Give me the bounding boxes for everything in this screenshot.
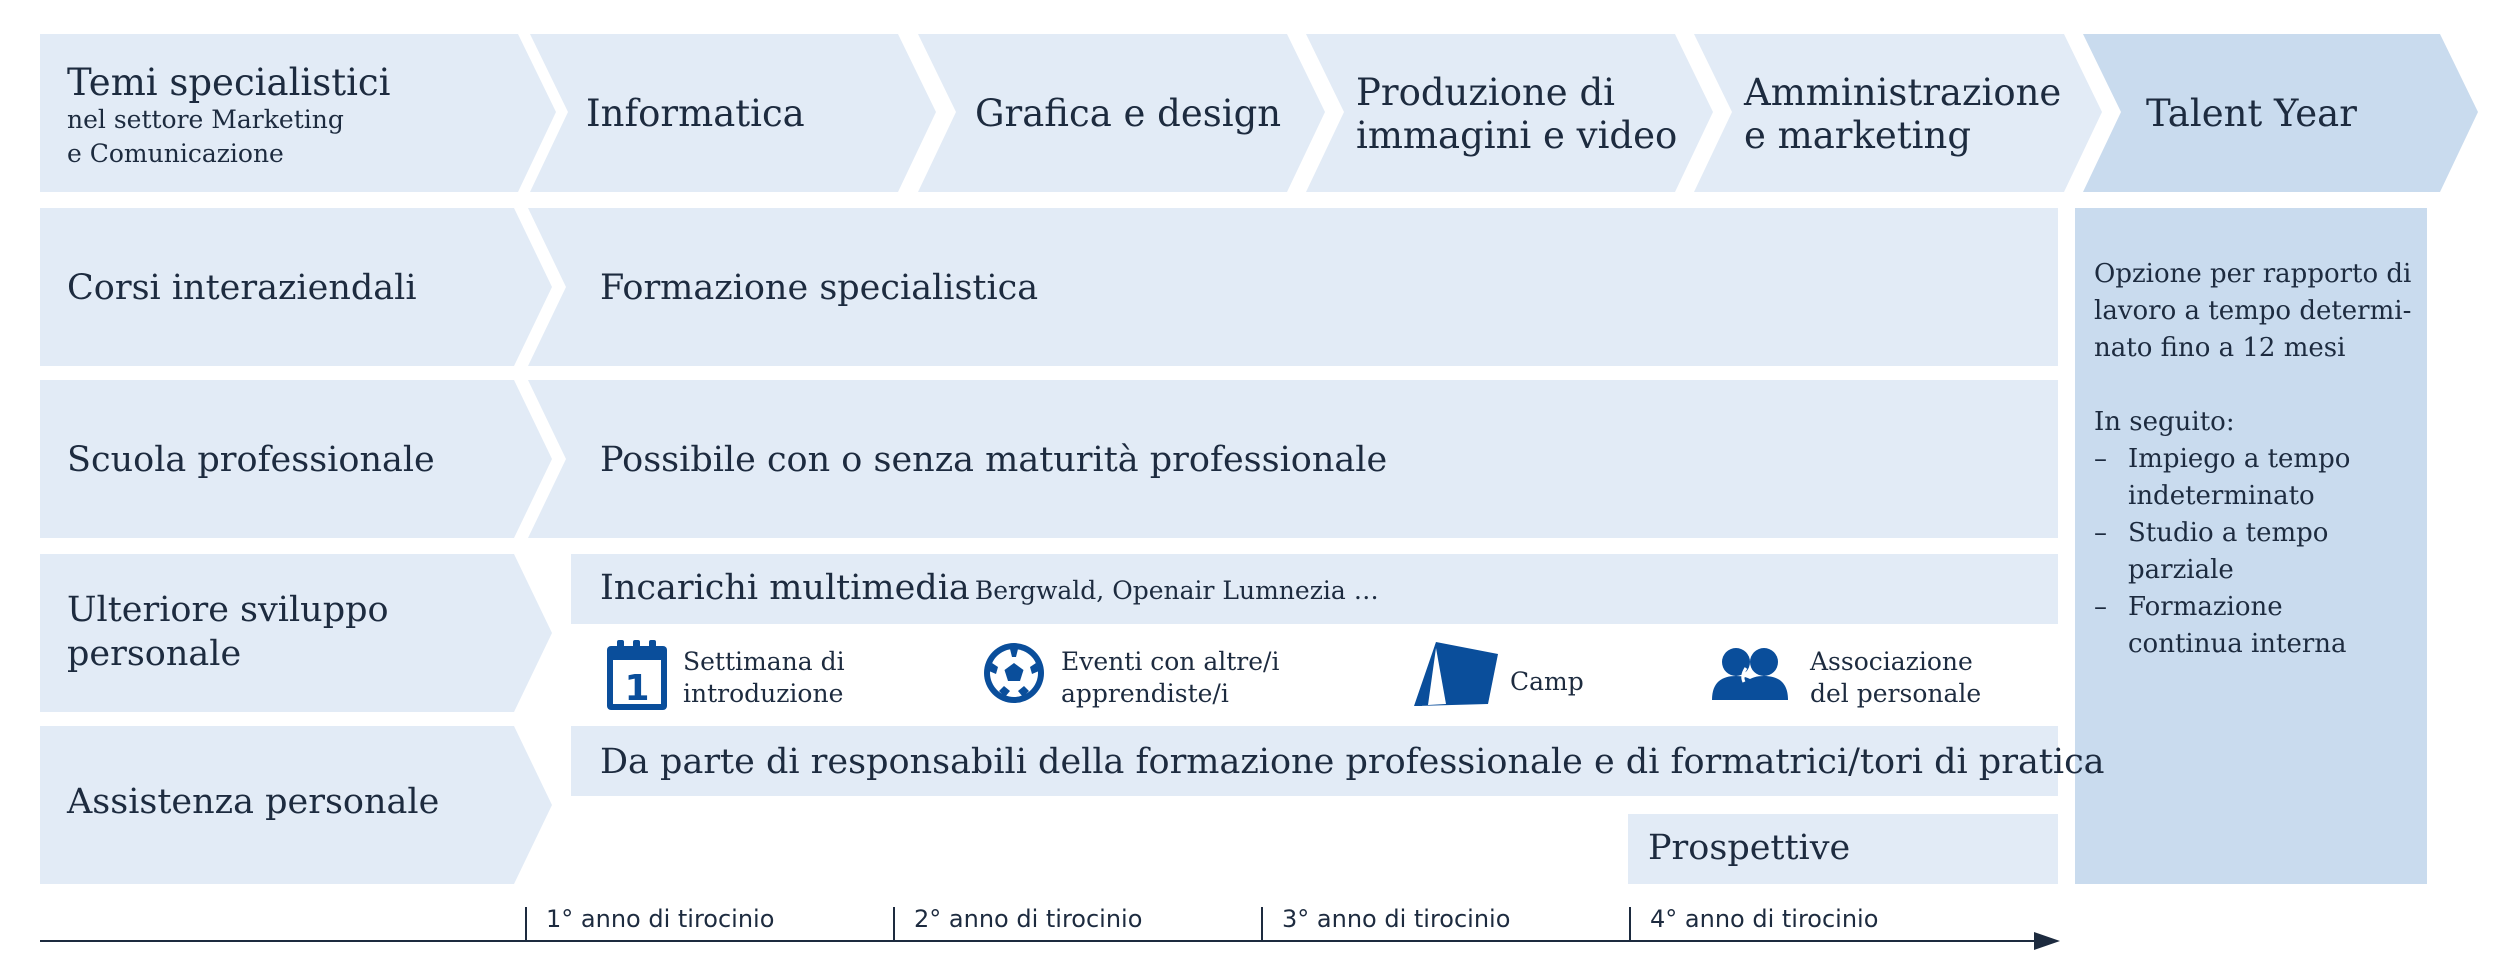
talent-year-text: Opzione per rapporto di lavoro a tempo d… xyxy=(2094,256,2414,663)
header-first-title: Temi specialistici xyxy=(67,61,391,104)
header-topic-produzione-line1: Produzione di xyxy=(1356,71,1615,114)
icon-label-eventi-2: apprendiste/i xyxy=(1061,679,1229,708)
row-label-shape-scuola xyxy=(40,380,552,538)
timeline-year-1: 1° anno di tirocinio xyxy=(546,905,775,933)
row-label-assistenza: Assistenza personale xyxy=(67,782,440,822)
row-label-shape-assistenza xyxy=(40,726,552,884)
header-topic-shape-informatica xyxy=(530,34,936,192)
header-topic-amministrazione-line2: e marketing xyxy=(1744,114,1972,157)
timeline-year-4: 4° anno di tirocinio xyxy=(1650,905,1879,933)
row-content-shape-scuola xyxy=(528,380,2058,538)
incarichi-title: Incarichi multimedia xyxy=(600,568,970,608)
header-topic-grafica: Grafica e design xyxy=(975,92,1282,135)
incarichi-bar xyxy=(571,554,2058,624)
header-first-subtitle-2: e Comunicazione xyxy=(67,139,284,168)
row-label-corsi: Corsi interaziendali xyxy=(67,268,417,308)
header-topic-informatica: Informatica xyxy=(586,92,805,135)
icon-label-settimana-2: introduzione xyxy=(683,679,844,708)
header-talent-year: Talent Year xyxy=(2146,92,2357,135)
prospettive-label: Prospettive xyxy=(1648,828,1851,868)
row-label-sviluppo-2: personale xyxy=(67,634,242,674)
header-first-subtitle-1: nel settore Marketing xyxy=(67,105,344,134)
calendar-icon-day: 1 xyxy=(624,668,649,709)
calendar-icon: 1 xyxy=(607,640,667,710)
people-icon xyxy=(1712,648,1788,700)
row-content-corsi: Formazione specialistica xyxy=(600,268,1039,308)
row-content-shape-corsi xyxy=(528,208,2058,366)
prospettive-bar xyxy=(1628,814,2058,884)
icon-label-settimana-1: Settimana di xyxy=(683,647,845,676)
timeline-year-3: 3° anno di tirocinio xyxy=(1282,905,1511,933)
row-label-shape-corsi xyxy=(40,208,552,366)
timeline-year-2: 2° anno di tirocinio xyxy=(914,905,1143,933)
row-label-scuola: Scuola professionale xyxy=(67,440,435,480)
incarichi-line: Incarichi multimedia Bergwald, Openair L… xyxy=(600,568,1379,608)
header-topic-amministrazione-line1: Amministrazione xyxy=(1744,71,2062,114)
row-label-shape-sviluppo xyxy=(40,554,552,712)
talent-intro-3: nato fino a 12 mesi xyxy=(2094,333,2346,363)
soccer-ball-icon xyxy=(984,643,1044,703)
icon-label-associazione-2: del personale xyxy=(1810,679,1982,708)
tent-icon xyxy=(1414,642,1498,706)
talent-intro-2: lavoro a tempo determi- xyxy=(2094,296,2412,326)
incarichi-examples: Bergwald, Openair Lumnezia … xyxy=(974,576,1379,605)
icon-label-camp: Camp xyxy=(1510,667,1584,696)
icon-label-associazione-1: Associazione xyxy=(1810,647,1973,676)
talent-after: In seguito: xyxy=(2094,407,2235,437)
timeline-arrowhead xyxy=(2034,932,2060,950)
header-talent-shape xyxy=(2083,34,2478,192)
header-first-shape xyxy=(40,34,556,192)
header-topic-shape-produzione xyxy=(1306,34,1713,192)
assistenza-bar xyxy=(571,726,2058,796)
icon-label-eventi-1: Eventi con altre/i xyxy=(1061,647,1280,676)
header-topic-shape-grafica xyxy=(918,34,1325,192)
talent-intro-1: Opzione per rapporto di xyxy=(2094,259,2412,289)
header-topic-shape-amministrazione xyxy=(1694,34,2102,192)
header-topic-produzione-line2: immagini e video xyxy=(1356,114,1678,157)
row-label-sviluppo-1: Ulteriore sviluppo xyxy=(67,590,389,630)
row-content-scuola: Possibile con o senza maturità professio… xyxy=(600,440,1388,480)
row-content-assistenza: Da parte di responsabili della formazion… xyxy=(600,742,2105,782)
